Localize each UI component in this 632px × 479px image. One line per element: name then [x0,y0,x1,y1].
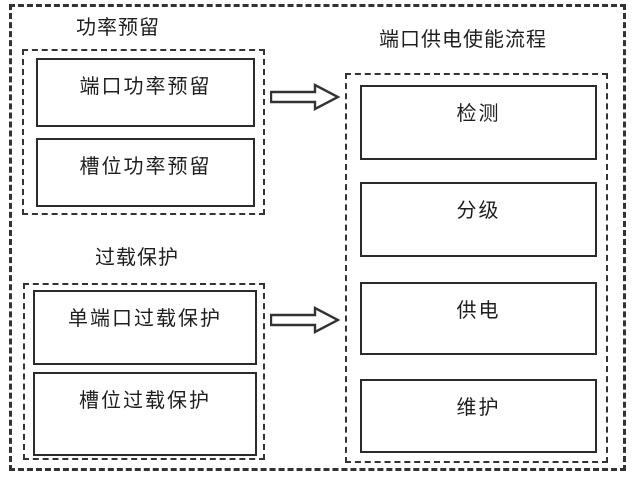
block-arrow-right-icon [270,306,340,334]
node-port-power-reservation: 端口功率预留 [36,58,255,127]
group-title-power-reservation: 功率预留 [76,15,160,39]
node-slot-power-reservation: 槽位功率预留 [36,138,255,207]
node-maintenance: 维护 [360,379,597,453]
group-port-power-enable-flow [345,73,608,463]
outer-dashed-border [9,4,626,471]
group-title-overload-protection: 过载保护 [95,245,179,269]
group-power-reservation [22,49,265,215]
node-classification: 分级 [360,182,597,257]
node-single-port-overload-protection: 单端口过载保护 [33,290,257,365]
group-overload-protection [23,283,265,460]
node-power-supply: 供电 [360,282,597,355]
group-title-port-power-enable-flow: 端口供电使能流程 [379,27,547,51]
node-detection: 检测 [360,85,597,160]
node-slot-overload-protection: 槽位过载保护 [33,372,257,456]
block-arrow-right-icon [270,83,340,111]
